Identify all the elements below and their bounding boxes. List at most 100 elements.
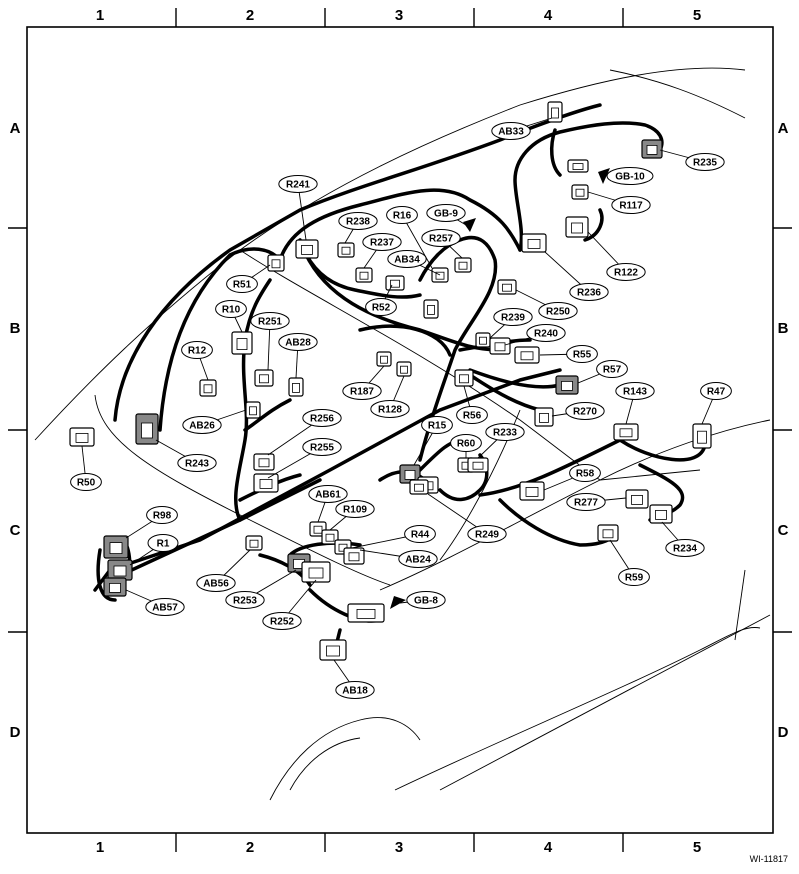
connector-face (472, 461, 484, 470)
connector-label-bubble (70, 473, 102, 491)
connector-label: R50 (77, 478, 96, 489)
connector-face (113, 565, 127, 577)
connector-label-bubble (335, 500, 375, 518)
connector-label: AB18 (342, 686, 368, 697)
connector-face (572, 163, 584, 171)
connector-label: R16 (393, 211, 412, 222)
connector-label-bubble (225, 591, 265, 609)
connector-label: AB24 (405, 555, 431, 566)
connector-label-bubble (426, 204, 466, 222)
connector-label-bubble (566, 345, 598, 363)
connector-label-bubble (526, 324, 566, 342)
connector-face (602, 529, 614, 539)
connector-label-bubble (569, 283, 609, 301)
connector-label: GB-9 (434, 209, 458, 220)
connector-face (341, 246, 351, 255)
connector-label: R251 (258, 317, 282, 328)
connector-label-bubble (342, 382, 382, 400)
connector-label: R109 (343, 505, 367, 516)
connector-label: R257 (429, 234, 453, 245)
connector-label: R51 (233, 280, 252, 291)
connector-label: R256 (310, 414, 334, 425)
connector-face (259, 374, 269, 384)
connector-label: R255 (310, 443, 334, 454)
connector-label-bubble (365, 298, 397, 316)
grid-row-label: D (10, 724, 21, 741)
connector-label-bubble (362, 233, 402, 251)
connector-label-bubble (566, 493, 606, 511)
connector-label-bubble (146, 506, 178, 524)
connectors (69, 101, 712, 661)
connector-face (527, 238, 541, 249)
connector-label: R117 (619, 201, 643, 212)
grid-column-label: 5 (693, 7, 701, 24)
connector-label: R233 (493, 428, 517, 439)
connector-face (525, 486, 539, 497)
grid-column-label: 3 (395, 839, 403, 856)
connector-label-bubble (456, 406, 488, 424)
grid-column-label: 1 (96, 839, 104, 856)
connector-label: R60 (457, 439, 476, 450)
connector-label-bubble (215, 300, 247, 318)
connector-label-bubble (615, 382, 655, 400)
connector-face (502, 283, 512, 292)
connector-label-bubble (308, 485, 348, 503)
connector-face (301, 244, 313, 255)
connector-face (249, 539, 259, 548)
connector-label: R44 (411, 530, 430, 541)
connector-face (203, 384, 213, 394)
connector-label: R250 (546, 307, 570, 318)
connector-label-bubble (700, 382, 732, 400)
connector-label-bubble (404, 525, 436, 543)
grid-row-label: A (778, 120, 789, 137)
connector-label-bubble (606, 167, 654, 185)
connector-label-bubble (147, 534, 179, 552)
grid-column-label: 4 (544, 7, 553, 24)
connector-label-bubble (421, 229, 461, 247)
connector-face (435, 271, 445, 280)
connector-label: AB33 (498, 127, 524, 138)
connector-label: AB57 (152, 603, 178, 614)
connector-face (292, 382, 300, 393)
connector-label-bubble (485, 423, 525, 441)
figure-id: WI-11817 (750, 854, 788, 864)
connector-label: AB28 (285, 338, 311, 349)
connector-face (619, 428, 633, 438)
connector-face (551, 107, 559, 119)
connector-label-bubble (196, 574, 236, 592)
connector-face (539, 412, 549, 423)
connector-label: R234 (673, 544, 697, 555)
connector-face (575, 188, 585, 197)
connector-label-bubble (491, 122, 531, 140)
connector-label: R238 (346, 217, 370, 228)
connector-face (348, 552, 360, 562)
connector-face (404, 469, 416, 480)
connector-label: R59 (625, 573, 644, 584)
connector-face (459, 374, 469, 384)
connector-face (458, 261, 468, 270)
connector-label-bubble (611, 196, 651, 214)
connector-face (571, 222, 583, 234)
leader-line (297, 183, 307, 241)
connector-label: R277 (574, 498, 598, 509)
connector-label-bubble (493, 308, 533, 326)
connector-face (271, 259, 281, 269)
connector-face (236, 338, 248, 351)
grid-row-label: C (778, 522, 789, 539)
connector-label: R52 (372, 303, 391, 314)
connector-label-bubble (302, 409, 342, 427)
connector-label: R236 (577, 288, 601, 299)
grid-column-label: 1 (96, 7, 104, 24)
grid-column-label: 5 (693, 839, 701, 856)
connector-label-bubble (387, 250, 427, 268)
grid-row-label: D (778, 724, 789, 741)
connector-face (258, 458, 270, 468)
connector-label: R235 (693, 158, 717, 169)
connector-label: R12 (188, 346, 207, 357)
connector-face (427, 304, 435, 315)
connector-label: R240 (534, 329, 558, 340)
connector-label: R253 (233, 596, 257, 607)
connector-label: R55 (573, 350, 592, 361)
